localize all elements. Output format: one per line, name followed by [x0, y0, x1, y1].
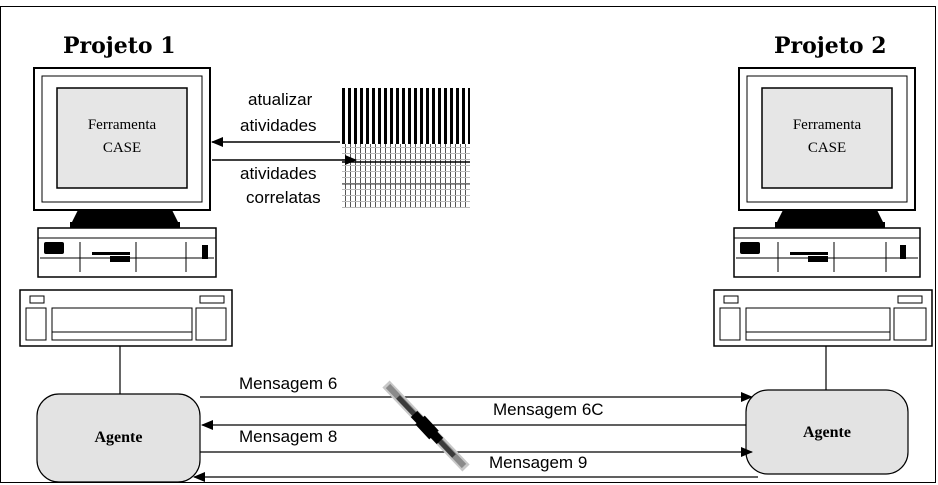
- screen-1-label-line-1: Ferramenta: [87, 117, 157, 133]
- message-6-label: Mensagem 6: [239, 374, 338, 393]
- diagram-frame: [0, 6, 936, 483]
- agent-2-label: Agente: [803, 424, 851, 441]
- screen-1-label-line-2: CASE: [102, 140, 142, 156]
- keyboard-1: [19, 289, 233, 347]
- project-1-title: Projeto 1: [63, 33, 176, 59]
- keyboard-2: [713, 289, 933, 347]
- screen-2-label-line-2: CASE: [807, 140, 847, 156]
- agent-1-box: [36, 393, 201, 483]
- message-8-label: Mensagem 8: [239, 427, 338, 446]
- screen-2-label: Ferramenta CASE: [762, 114, 892, 160]
- message-9-label: Mensagem 9: [489, 453, 588, 472]
- cpu-1: [37, 227, 217, 278]
- monitor-1: [33, 67, 211, 228]
- computer-2: [713, 67, 933, 390]
- message-6c-label: Mensagem 6C: [493, 400, 604, 419]
- related-label-line-1: atividades: [240, 164, 317, 183]
- related-label-line-2: correlatas: [246, 188, 321, 207]
- computer-1: [19, 67, 233, 394]
- activities-document: [342, 88, 470, 208]
- update-label-line-2: atividades: [240, 116, 317, 135]
- interruption-mark: [382, 380, 470, 472]
- screen-2-label-line-1: Ferramenta: [792, 117, 862, 133]
- agent-1-label: Agente: [94, 429, 143, 446]
- project-2-title: Projeto 2: [774, 33, 887, 59]
- update-label-line-1: atualizar: [248, 90, 313, 109]
- screen-1-label: Ferramenta CASE: [57, 114, 187, 160]
- monitor-2: [738, 67, 916, 228]
- cpu-2: [733, 227, 921, 278]
- agent-2-box: [745, 389, 909, 475]
